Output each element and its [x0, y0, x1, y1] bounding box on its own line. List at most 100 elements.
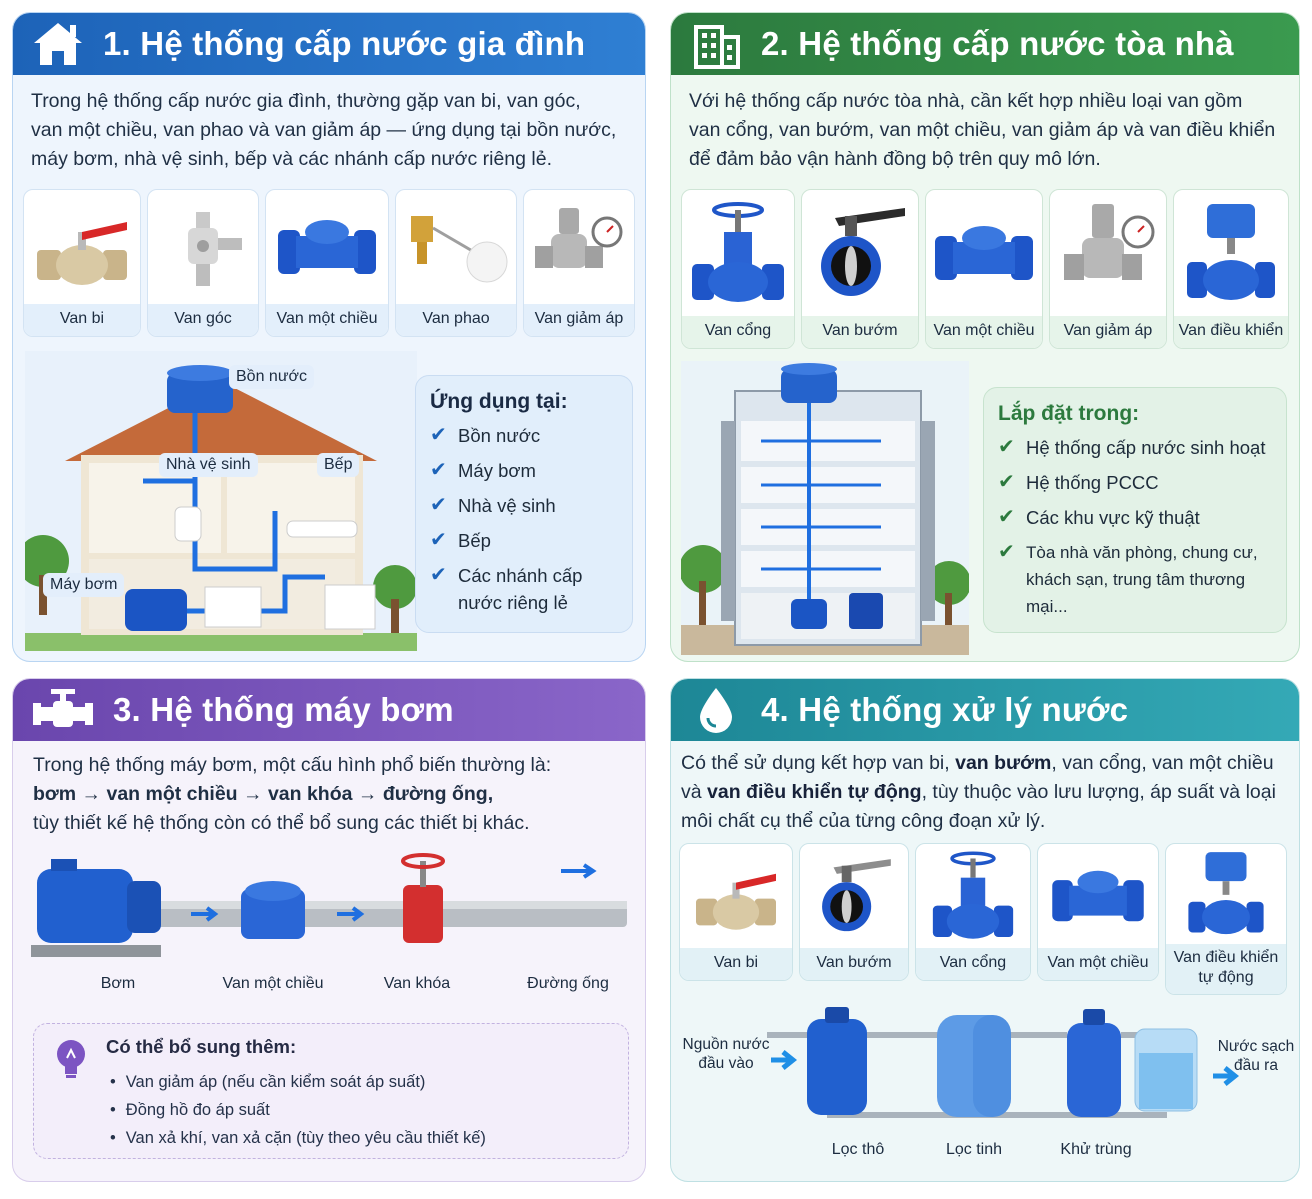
valve-card: Van giảm áp [523, 189, 635, 337]
intro-line: máy bơm, nhà vệ sinh, bếp và các nhánh c… [31, 148, 552, 170]
intro-line: van một chiều, van phao và van giảm áp —… [31, 119, 617, 141]
intro-line: Trong hệ thống cấp nước gia đình, thường… [31, 90, 581, 112]
intro-line: tùy thiết kế hệ thống còn có thể bổ sung… [33, 812, 530, 834]
valve-label: Van giảm áp [524, 304, 634, 336]
intro-text-part: , tùy thuộc vào lưu lượng, áp suất và lo… [921, 781, 1276, 803]
applications-item-label: Bếp [458, 530, 491, 551]
ball-valve-icon [24, 190, 140, 304]
valve-label: Van một chiều [266, 304, 388, 336]
lightbulb-icon [54, 1038, 88, 1085]
panel-title: 4. Hệ thống xử lý nước [761, 691, 1129, 728]
intro-text: Trong hệ thống cấp nước gia đình, thường… [31, 87, 616, 174]
installation-box: Lắp đặt trong: ✔Hệ thống cấp nước sinh h… [983, 387, 1287, 633]
valve-cards: Van cổng Van bướm Van một chiều Van giảm… [681, 189, 1289, 349]
panel-header: 3. Hệ thống máy bơm [13, 679, 645, 741]
installation-item: ✔Tòa nhà văn phòng, chung cư, khách sạn,… [998, 539, 1272, 620]
check-icon: ✔ [998, 506, 1015, 528]
valve-card: Van bướm [801, 189, 919, 349]
valve-pipe-icon [13, 679, 113, 741]
intro-text-part: , van cổng, van một chiều [1051, 752, 1274, 774]
pump-chain: bơm → van một chiều → van khóa → đường ố… [33, 783, 494, 805]
intro-text: Có thể sử dụng kết hợp van bi, van bướm,… [681, 749, 1276, 836]
intro-text: Với hệ thống cấp nước tòa nhà, cần kết h… [689, 87, 1275, 174]
valve-card: Van một chiều [1037, 843, 1159, 981]
flow-label: Bơm [100, 975, 136, 992]
water-out-label: Nước sạch đầu ra [1217, 1038, 1295, 1074]
check-icon: ✔ [430, 459, 447, 481]
check-icon: ✔ [430, 529, 447, 551]
valve-card: Van một chiều [265, 189, 389, 337]
intro-line: và van điều khiển tự động, tùy thuộc vào… [681, 778, 1276, 807]
check-icon: ✔ [430, 424, 447, 446]
valve-label: Van điều khiển [1174, 316, 1288, 348]
control-valve-icon [1174, 190, 1288, 316]
installation-item: ✔Hệ thống cấp nước sinh hoạt [998, 434, 1272, 461]
panel-pump-system: 3. Hệ thống máy bơm Trong hệ thống máy b… [12, 678, 646, 1182]
building-icon [671, 13, 761, 75]
valve-card: Van cổng [681, 189, 795, 349]
valve-label: Van bướm [802, 316, 918, 348]
float-valve-icon [396, 190, 516, 304]
applications-item-label: Nhà vệ sinh [458, 495, 556, 516]
ball-valve-icon [680, 844, 792, 948]
valve-label: Van một chiều [1038, 948, 1158, 980]
applications-item-label: Bồn nước [458, 425, 541, 446]
panel-building-water: 2. Hệ thống cấp nước tòa nhà Với hệ thốn… [670, 12, 1300, 662]
intro-text-part: và [681, 781, 708, 803]
intro-line: Có thể sử dụng kết hợp van bi, van bướm,… [681, 749, 1276, 778]
valve-label: Van giảm áp [1050, 316, 1166, 348]
flow-label: Van khóa [383, 975, 451, 992]
house-icon [13, 13, 103, 75]
valve-label: Van phao [396, 304, 516, 336]
panel-water-treatment: 4. Hệ thống xử lý nước Có thể sử dụng kế… [670, 678, 1300, 1182]
water-in-label: Nguồn nước đầu vào [682, 1036, 770, 1072]
panel-household-water: 1. Hệ thống cấp nước gia đình Trong hệ t… [12, 12, 646, 662]
intro-line: van cổng, van bướm, van một chiều, van g… [689, 119, 1276, 141]
intro-text: Trong hệ thống máy bơm, một cấu hình phổ… [33, 751, 551, 838]
valve-cards: Van bi Van bướm Van cổng Van một chiều V… [679, 843, 1287, 995]
flow-label: Van một chiều [222, 975, 324, 992]
applications-item: ✔Nhà vệ sinh [430, 492, 618, 519]
intro-text-part: van điều khiển tự động [707, 781, 922, 803]
arrow-right-icon [769, 1049, 799, 1076]
intro-line: Trong hệ thống máy bơm, một cấu hình phổ… [33, 754, 552, 776]
valve-label: Van cổng [916, 948, 1030, 980]
check-valve-icon [266, 190, 388, 304]
valve-card: Van bi [23, 189, 141, 337]
valve-card: Van bướm [799, 843, 909, 981]
valve-card: Van phao [395, 189, 517, 337]
gate-valve-icon [916, 844, 1030, 948]
chain-item: bơm [33, 783, 77, 805]
stage-label: Lọc tinh [945, 1141, 1003, 1158]
pump-label: Máy bơm [43, 573, 125, 597]
butterfly-valve-icon [802, 190, 918, 316]
installation-item: ✔ Các khu vực kỹ thuật [998, 504, 1272, 531]
flow-label: Đường ống [527, 975, 609, 992]
panel-header: 4. Hệ thống xử lý nước [671, 679, 1299, 741]
applications-item-label: Máy bơm [458, 460, 536, 481]
installation-item-label: Hệ thống PCCC [1026, 472, 1159, 493]
arrow-right-icon [1211, 1065, 1241, 1092]
applications-item: ✔ Bồn nước [430, 422, 618, 449]
chain-item: van khóa [267, 783, 353, 805]
applications-item: ✔ Bếp [430, 527, 618, 554]
valve-label: Van góc [148, 304, 258, 336]
installation-item-label: Các khu vực kỹ thuật [1026, 507, 1200, 528]
additional-equipment-note: Có thể bổ sung thêm: Van giảm áp (nếu cầ… [33, 1023, 629, 1159]
check-valve-icon [926, 190, 1042, 316]
intro-text-part: van bướm [955, 752, 1052, 774]
building-illustration [679, 361, 971, 655]
valve-card: Van góc [147, 189, 259, 337]
check-icon: ✔ [998, 541, 1015, 563]
chain-item: van một chiều [106, 783, 238, 805]
valve-card: Van cổng [915, 843, 1031, 981]
check-icon: ✔ [998, 471, 1015, 493]
gate-valve-icon [682, 190, 794, 316]
panel-header: 2. Hệ thống cấp nước tòa nhà [671, 13, 1299, 75]
check-icon: ✔ [430, 564, 447, 586]
panel-title: 3. Hệ thống máy bơm [113, 691, 454, 728]
panel-title: 1. Hệ thống cấp nước gia đình [103, 25, 586, 62]
check-valve-icon [1038, 844, 1158, 948]
note-item: Đồng hồ đo áp suất [110, 1096, 486, 1124]
note-item: Van giảm áp (nếu cần kiểm soát áp suất) [110, 1068, 486, 1096]
